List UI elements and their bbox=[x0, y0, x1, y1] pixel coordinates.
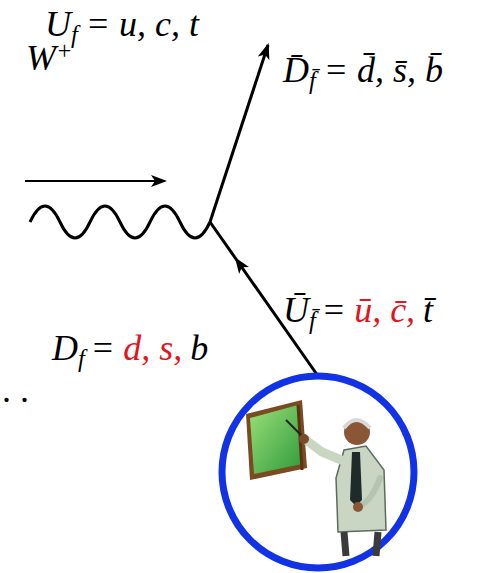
formula-label: D̄ bbox=[283, 50, 309, 90]
index-label: f bbox=[78, 345, 85, 372]
index-label: + bbox=[56, 37, 73, 64]
formula-label: Ū bbox=[283, 290, 309, 330]
lecturer-circle bbox=[222, 376, 414, 568]
formula-label: . . bbox=[2, 370, 29, 410]
formula-label: = d̄, s̄, b̄ bbox=[324, 50, 443, 90]
formula-label: b bbox=[190, 328, 208, 368]
formula-label: t̄ bbox=[423, 290, 433, 330]
formula-label: = u, c, t bbox=[86, 4, 199, 44]
label-group: D̄f̄= d̄, s̄, b̄ bbox=[283, 52, 443, 88]
index-label: f̄ bbox=[309, 307, 316, 334]
index-label: f̄ bbox=[309, 67, 316, 94]
antiquark-line bbox=[210, 222, 318, 376]
formula-label: D bbox=[52, 328, 78, 368]
formula-label: d, s, bbox=[123, 328, 182, 368]
label-group: Df=d, s,b bbox=[52, 330, 208, 366]
lecturer-clipart bbox=[246, 400, 386, 556]
label-group: Uf= u, c, t bbox=[45, 6, 199, 42]
label-group: W+ bbox=[26, 40, 73, 76]
formula-label: W bbox=[26, 38, 56, 78]
label-group: Ūf̄=ū, c̄,t̄ bbox=[283, 292, 433, 328]
formula-label: = bbox=[93, 328, 113, 368]
label-group: . . bbox=[2, 372, 29, 408]
formula-label: ū, c̄, bbox=[354, 290, 415, 330]
momentum-arrow bbox=[25, 180, 165, 182]
w-boson-line bbox=[30, 206, 210, 238]
formula-label: = bbox=[324, 290, 344, 330]
quark-line bbox=[210, 45, 268, 222]
